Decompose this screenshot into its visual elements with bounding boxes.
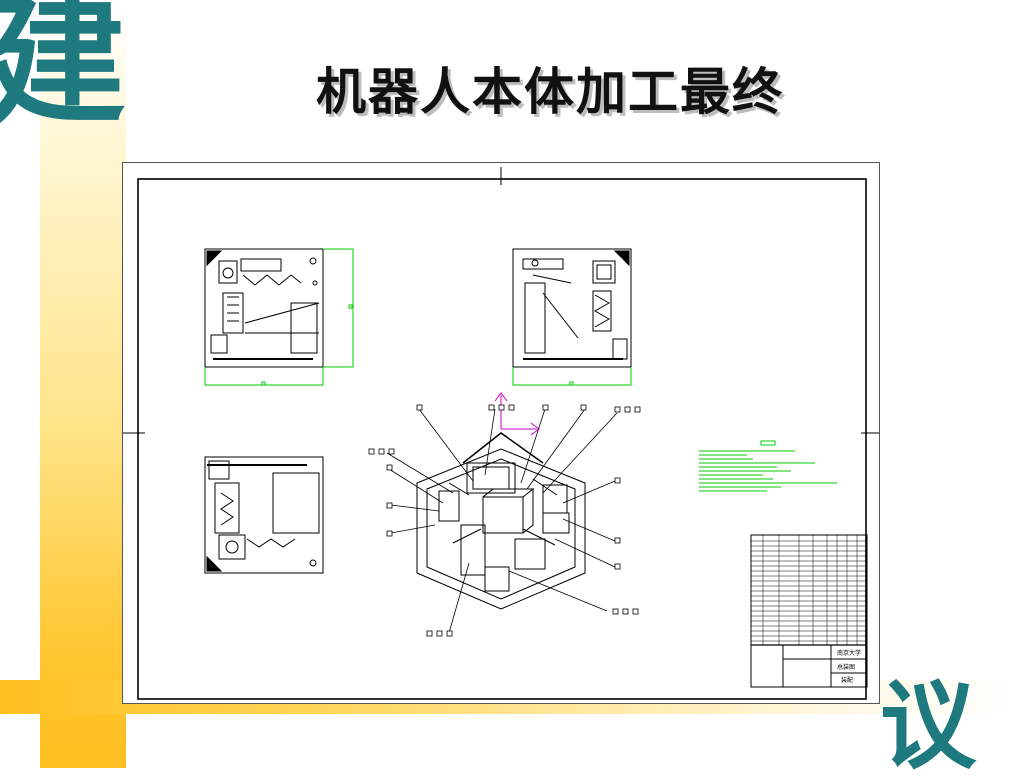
title-block-name: 总装图 [837,663,855,671]
engineering-drawing: 南京大学 总装图 装配 [122,162,880,704]
corner-character-top: 建 [0,0,127,144]
view-isometric-assembly [416,432,586,610]
balloon-tags [368,404,641,637]
drawing-frame [137,178,867,700]
view-top-left [204,248,324,368]
title-block-org: 南京大学 [837,649,861,657]
corner-character-bottom: 议 [880,669,976,782]
dimension-lines-top-left [204,248,354,386]
decorative-vertical-bar [40,0,126,768]
drawing-canvas: 南京大学 总装图 装配 [123,167,879,700]
dimension-lines-top-right [512,367,632,386]
iso-axis-indicator [494,392,540,436]
leader-lines [386,408,618,634]
slide-title: 机器人本体加工最终 [316,62,784,121]
title-block [750,534,868,688]
view-top-right [512,248,632,368]
title-block-code: 装配 [841,676,853,684]
technical-notes [699,440,837,492]
view-bottom-left [204,456,324,574]
